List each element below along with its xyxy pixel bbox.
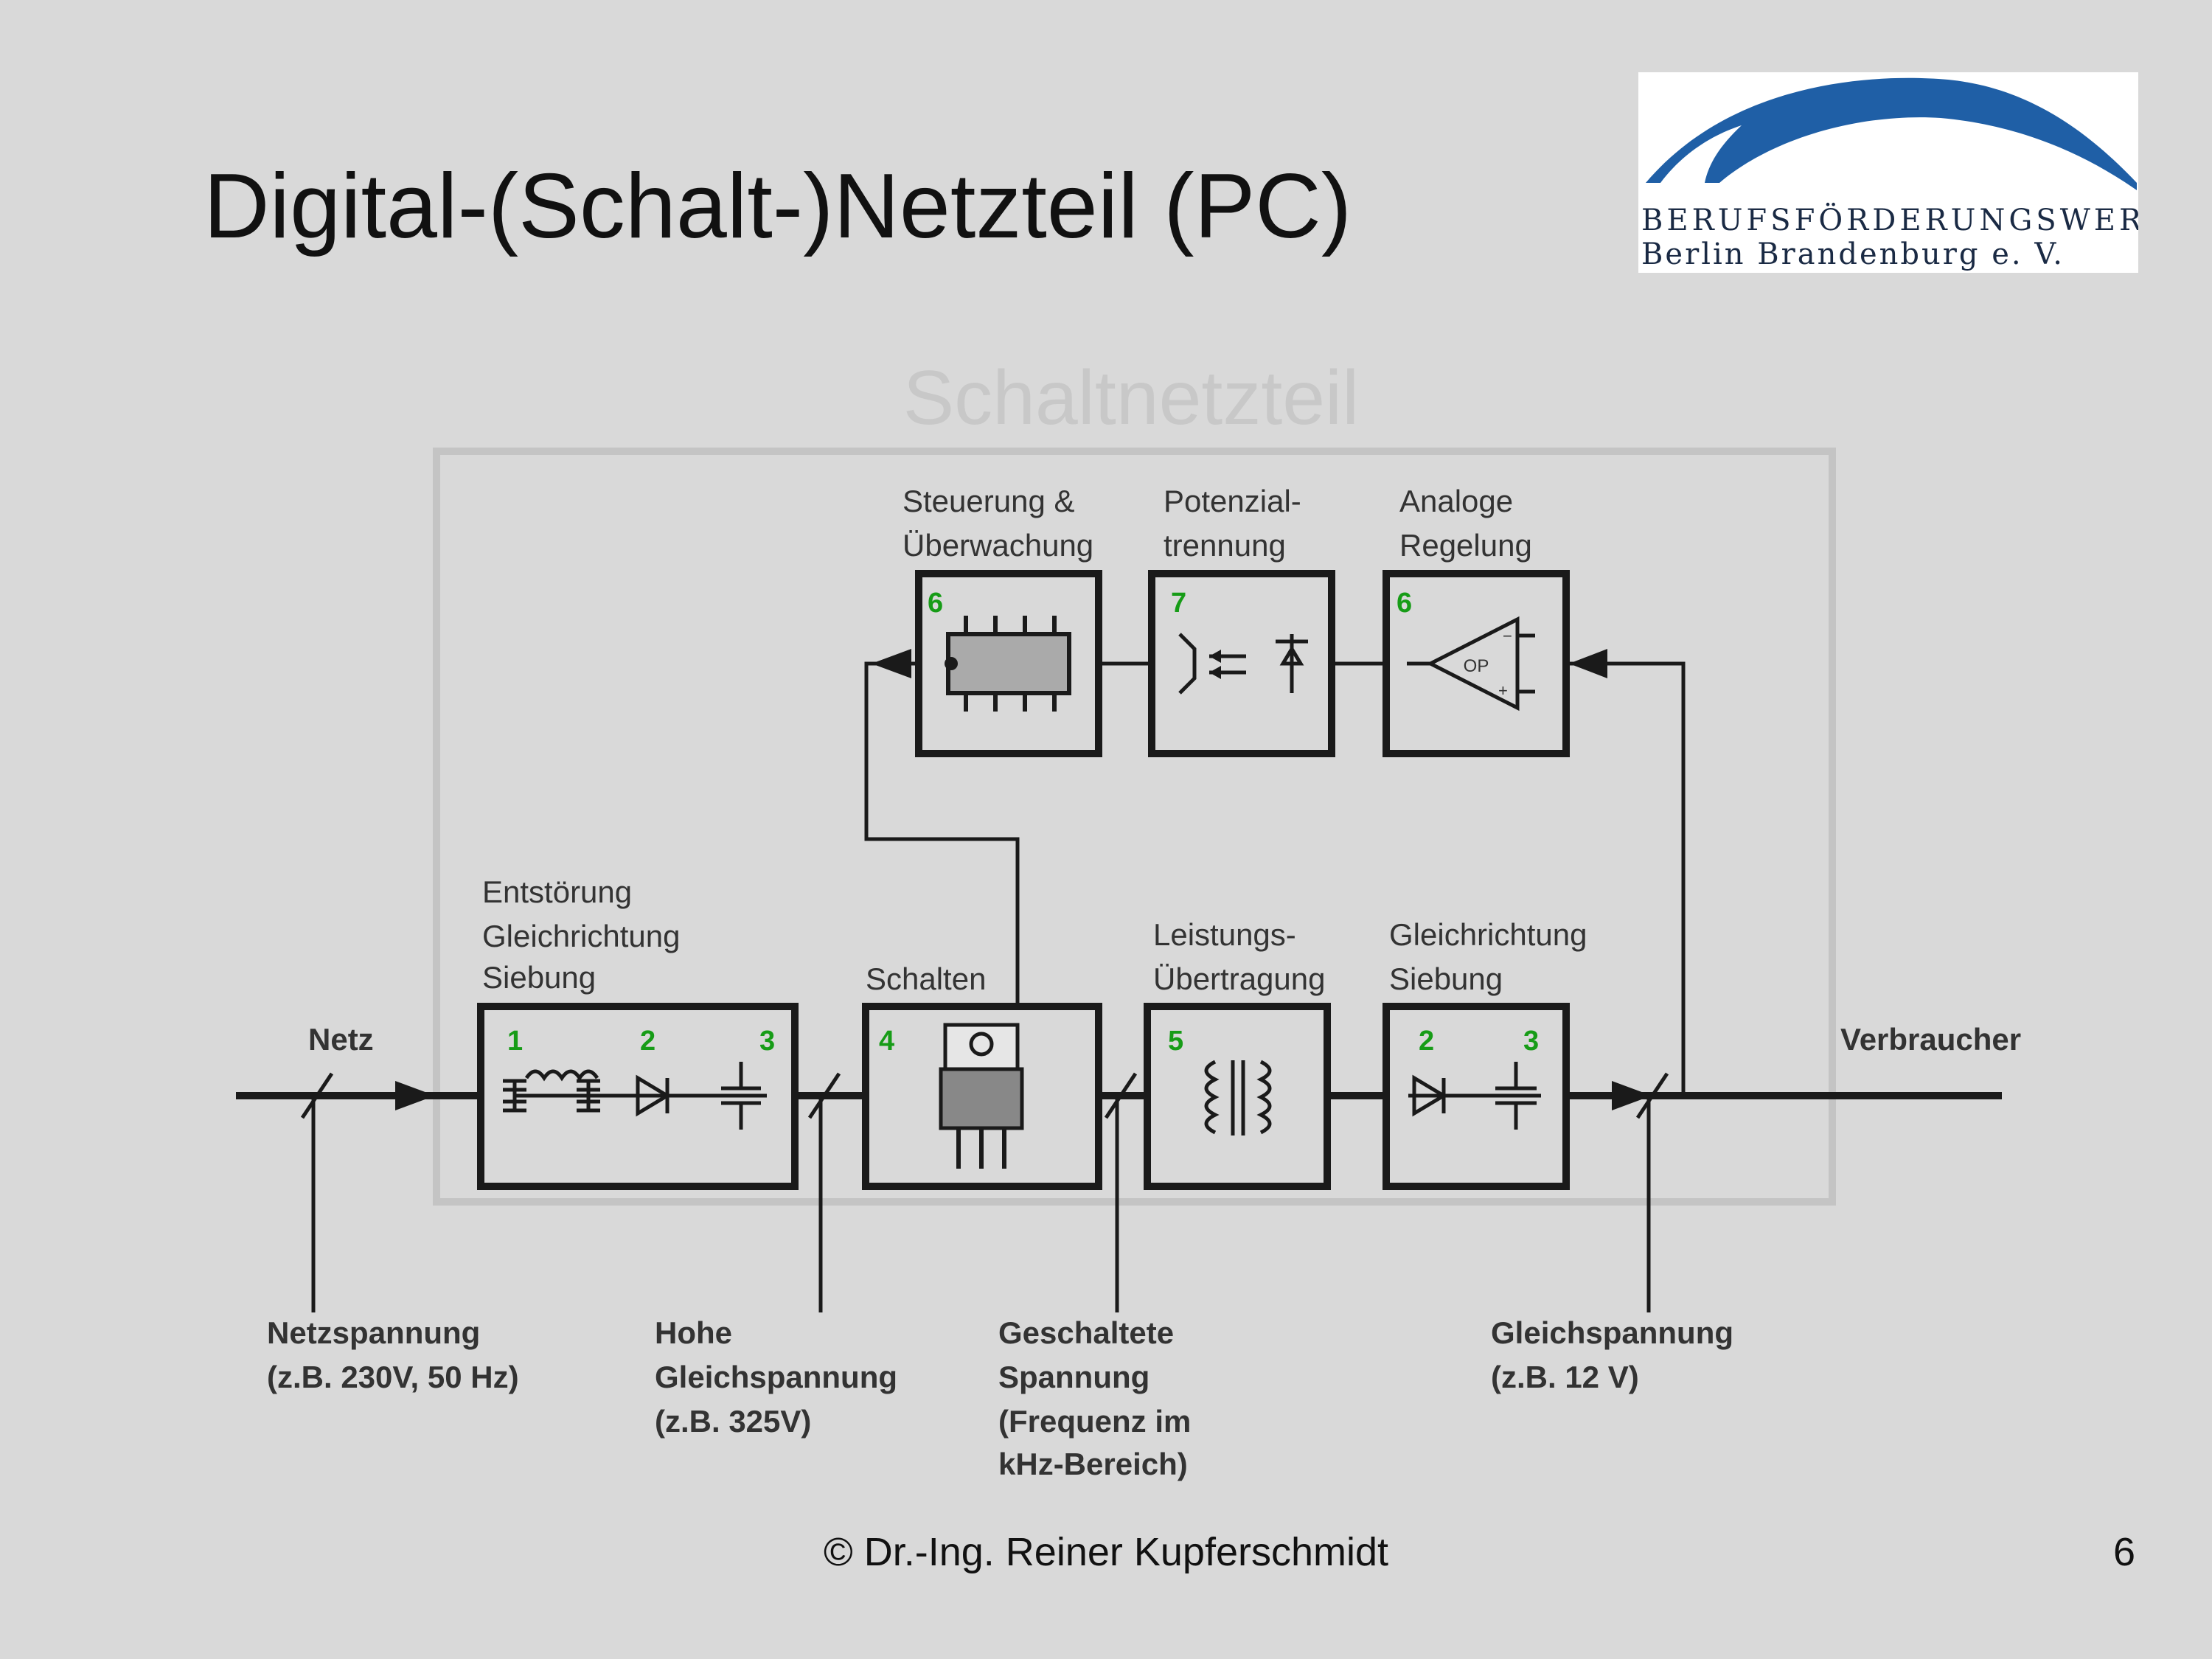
annotation-hohe-1: Hohe	[655, 1315, 732, 1350]
logo-text-line2: Berlin Brandenburg e. V.	[1641, 237, 2065, 271]
label-regelung-2: Regelung	[1399, 528, 1532, 563]
annotation-gleichspannung-1: Gleichspannung	[1491, 1315, 1733, 1350]
flow-arrows	[395, 649, 1652, 1110]
annotation-geschaltete-4: kHz-Bereich)	[998, 1447, 1188, 1481]
filter-rectifier-icon	[503, 1062, 767, 1130]
number-entstoerung-2: 2	[640, 1026, 655, 1057]
number-entstoerung-3: 3	[759, 1026, 775, 1057]
measurement-ticks	[300, 1072, 1669, 1119]
page-number: 6	[2112, 1530, 2135, 1574]
label-schalten: Schalten	[866, 961, 986, 996]
component-numbers: 6 7 6 1 2 3 4 5 2 3	[507, 588, 1539, 1057]
block-steuerung	[915, 570, 1102, 757]
label-leistung-2: Übertragung	[1153, 961, 1325, 996]
block-leistung	[1144, 1003, 1331, 1190]
annotation-geschaltete-1: Geschaltete	[998, 1315, 1174, 1350]
transistor-icon	[939, 1023, 1024, 1130]
number-regelung: 6	[1397, 588, 1412, 619]
slide-title: Digital-(Schalt-)Netzteil (PC)	[204, 156, 1352, 257]
transistor-hole	[969, 1032, 994, 1057]
annotation-netzspannung-2: (z.B. 230V, 50 Hz)	[267, 1360, 519, 1394]
logo-text-line1: BERUFSFÖRDERUNGSWERK	[1641, 204, 2138, 237]
arrow-right-icon	[395, 1081, 435, 1110]
output-rectifier-icon	[1408, 1062, 1541, 1130]
block-potenzialtrennung	[1148, 570, 1335, 757]
frame-title: Schaltnetzteil	[903, 355, 1360, 441]
op-amp-label: OP	[1464, 656, 1489, 676]
footer-copyright: © Dr.-Ing. Reiner Kupferschmidt	[823, 1530, 1389, 1574]
voltage-annotations: Netzspannung (z.B. 230V, 50 Hz) Hohe Gle…	[267, 1315, 1733, 1481]
number-leistung: 5	[1168, 1026, 1183, 1057]
label-gleichrichtung-1: Gleichrichtung	[1389, 917, 1587, 952]
op-minus: −	[1503, 627, 1512, 645]
label-gleichrichtung-2: Siebung	[1389, 961, 1503, 996]
op-plus: +	[1498, 681, 1508, 700]
label-potenzial-1: Potenzial-	[1164, 484, 1301, 518]
block-labels: Steuerung & Überwachung Potenzial- trenn…	[482, 484, 1587, 996]
chip-notch	[945, 657, 958, 670]
label-potenzial-2: trennung	[1164, 528, 1286, 563]
arrow-right-icon	[1612, 1081, 1652, 1110]
label-entstoerung-2: Gleichrichtung	[482, 919, 680, 953]
ic-chip-icon	[946, 616, 1071, 712]
number-gleichrichtung-3: 3	[1523, 1026, 1539, 1057]
block-boxes	[477, 570, 1570, 1190]
block-regelung	[1382, 570, 1570, 757]
label-steuerung-2: Überwachung	[902, 528, 1093, 563]
annotation-netzspannung-1: Netzspannung	[267, 1315, 480, 1350]
label-entstoerung-1: Entstörung	[482, 874, 632, 909]
label-leistung-1: Leistungs-	[1153, 917, 1296, 952]
logo-arc-icon	[1646, 77, 2137, 190]
label-regelung-1: Analoge	[1399, 484, 1513, 518]
optocoupler-icon	[1178, 633, 1308, 695]
annotation-geschaltete-2: Spannung	[998, 1360, 1150, 1394]
op-amp-icon	[1407, 616, 1535, 712]
optocoupler-arrows	[1209, 650, 1221, 679]
arrow-left-icon	[872, 649, 911, 678]
annotation-hohe-2: Gleichspannung	[655, 1360, 897, 1394]
number-steuerung: 6	[928, 588, 943, 619]
annotation-hohe-3: (z.B. 325V)	[655, 1404, 811, 1439]
block-entstoerung	[477, 1003, 799, 1190]
netz-label: Netz	[308, 1022, 374, 1057]
label-entstoerung-3: Siebung	[482, 960, 596, 995]
organization-logo: BERUFSFÖRDERUNGSWERK Berlin Brandenburg …	[1638, 72, 2138, 273]
number-entstoerung-1: 1	[507, 1026, 523, 1057]
number-schalten: 4	[879, 1026, 894, 1057]
transistor-legs	[956, 1128, 1006, 1169]
annotation-gleichspannung-2: (z.B. 12 V)	[1491, 1360, 1639, 1394]
number-potenzial: 7	[1171, 588, 1186, 619]
block-gleichrichtung	[1382, 1003, 1570, 1190]
number-gleichrichtung-2: 2	[1419, 1026, 1434, 1057]
transformer-icon	[1204, 1060, 1272, 1135]
switch-mode-frame	[433, 448, 1836, 1206]
annotation-geschaltete-3: (Frequenz im	[998, 1404, 1191, 1439]
arrow-left-icon	[1569, 649, 1607, 678]
block-schalten	[862, 1003, 1102, 1190]
label-steuerung-1: Steuerung &	[902, 484, 1075, 518]
verbraucher-label: Verbraucher	[1840, 1022, 2021, 1057]
